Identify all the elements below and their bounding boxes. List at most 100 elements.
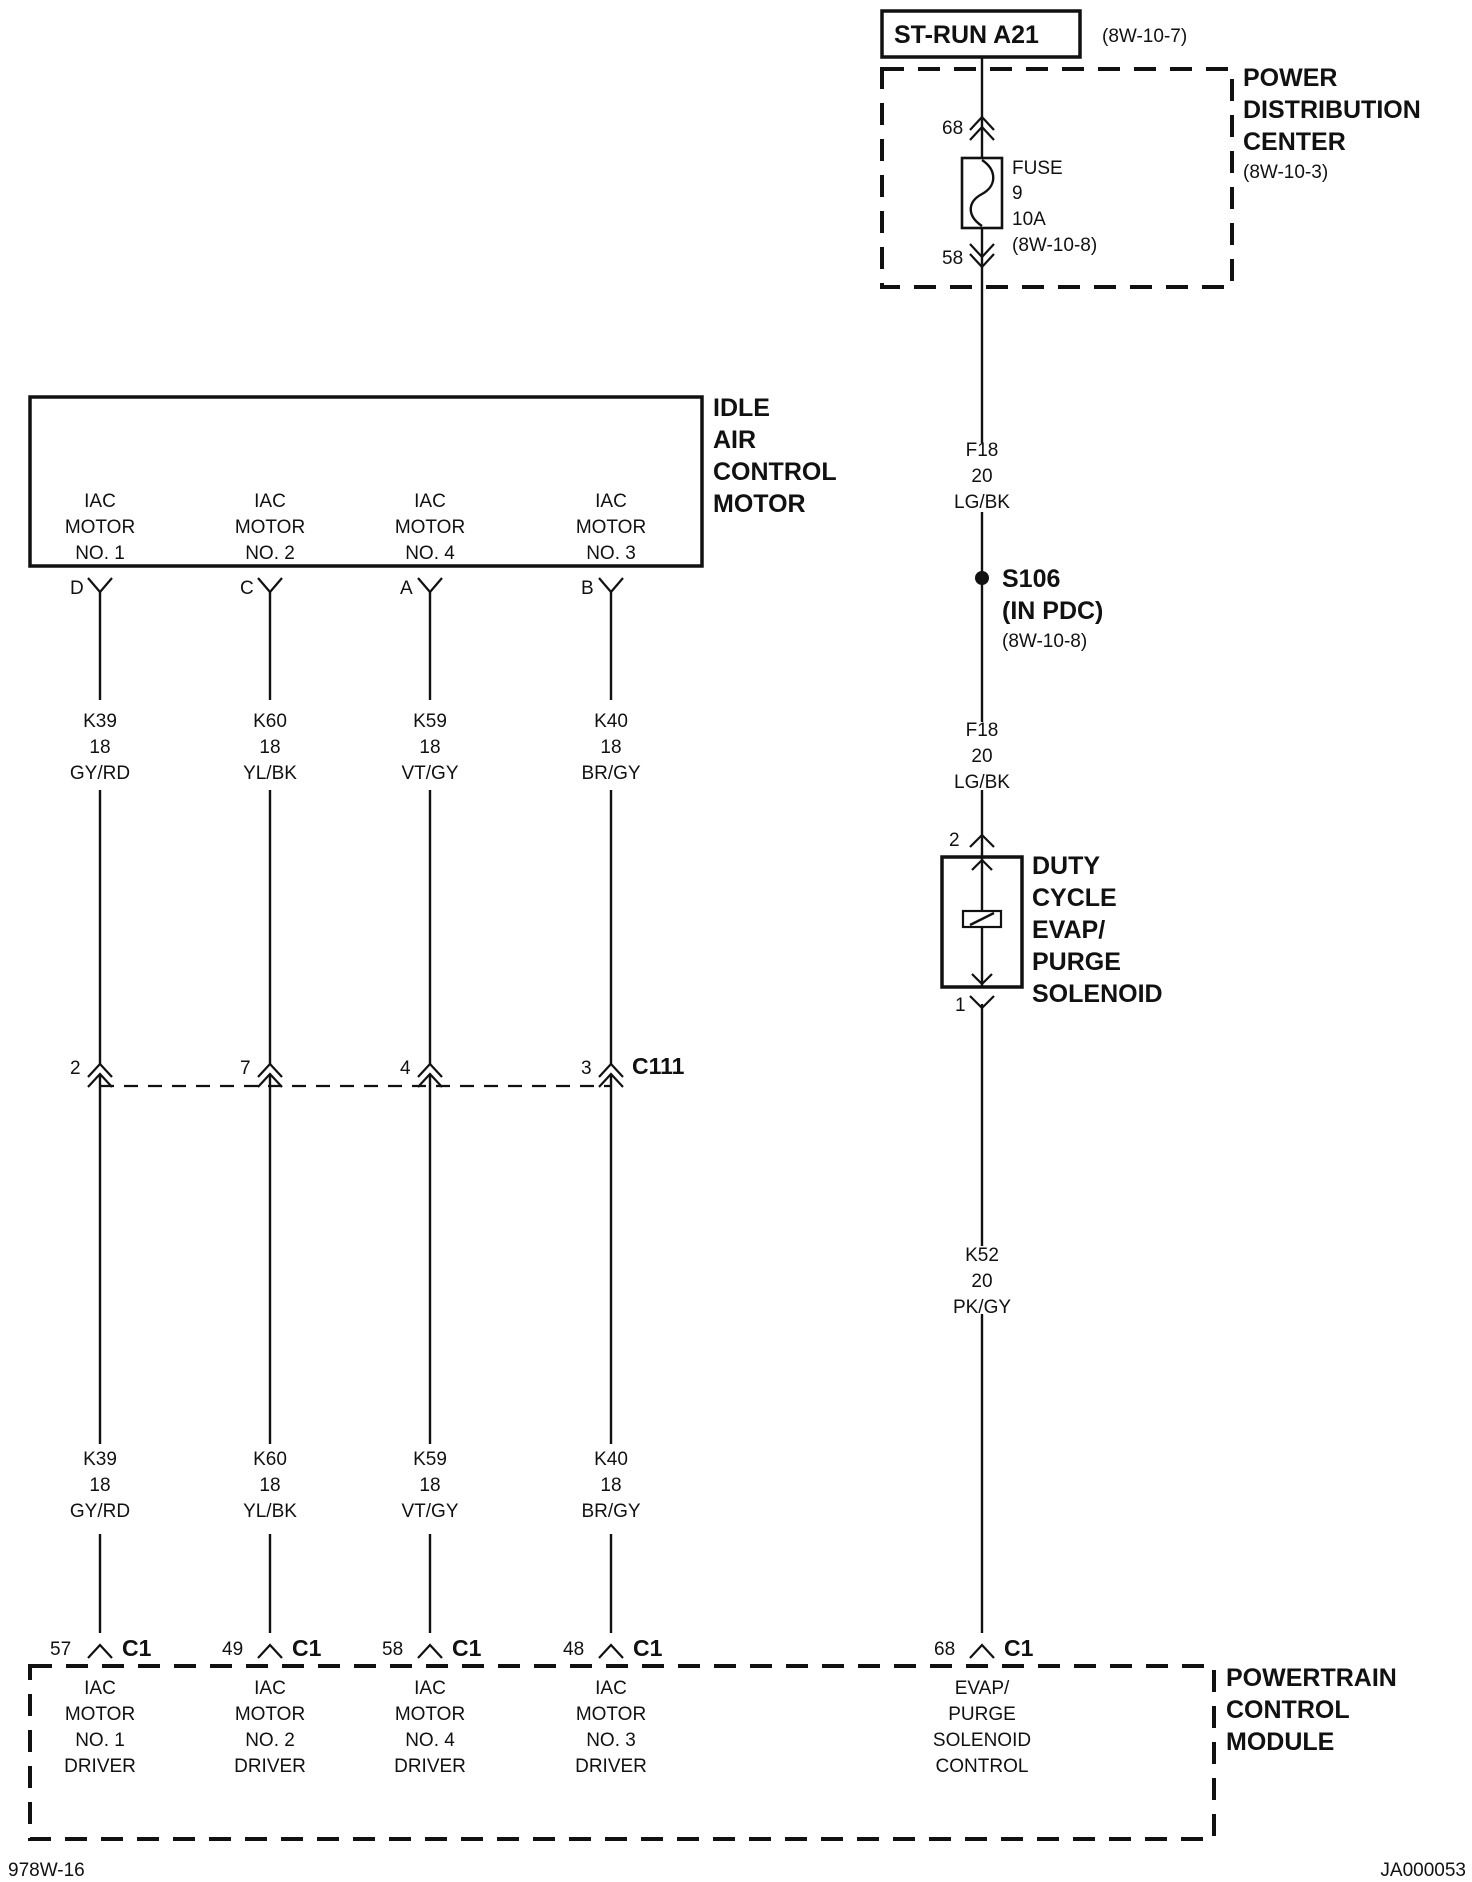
pcm-title-line2: CONTROL	[1226, 1696, 1350, 1724]
c111-pin-number: 7	[240, 1058, 251, 1079]
pcm-pin-number: 49	[222, 1639, 243, 1660]
iac-pin-c-connector	[257, 577, 283, 594]
iac-pin-d-connector	[87, 577, 113, 594]
pcm-terminal-line: DRIVER	[394, 1756, 466, 1777]
solenoid-title-line4: PURGE	[1032, 948, 1121, 976]
f18-upper-gauge: 20	[971, 466, 992, 487]
st-run-ref: (8W-10-7)	[1102, 26, 1187, 47]
pcm-terminal-line: NO. 3	[586, 1730, 636, 1751]
pcm-connector-label: C1	[452, 1635, 482, 1661]
pcm-terminal-line: NO. 1	[75, 1730, 125, 1751]
iac-pin-letter: A	[400, 578, 413, 599]
wire-color: GY/RD	[70, 763, 130, 784]
wire-label-k60-upper: K60 18 YL/BK	[243, 711, 297, 784]
wire-gauge: 18	[600, 737, 621, 758]
wire-color: YL/BK	[243, 1501, 297, 1522]
iac-terminal-line: MOTOR	[65, 517, 135, 538]
pcm-terminal-line: NO. 2	[245, 1730, 295, 1751]
wire-label-k39-upper: K39 18 GY/RD	[70, 711, 130, 784]
f18-lower-circuit: F18	[966, 720, 999, 741]
wire-label-k59-upper: K59 18 VT/GY	[401, 711, 458, 784]
k52-gauge: 20	[971, 1271, 992, 1292]
wire-circuit: K39	[83, 711, 117, 732]
solenoid-title-line2: CYCLE	[1032, 884, 1117, 912]
pdc-pin-in: 68	[942, 118, 963, 139]
splice-s106-dot	[975, 571, 989, 585]
fuse-body	[960, 156, 1004, 230]
pcm-terminal-line: PURGE	[948, 1704, 1016, 1725]
solenoid-pin-2-connector	[969, 833, 995, 848]
pcm-terminal-line: DRIVER	[234, 1756, 306, 1777]
wire-gauge: 18	[89, 737, 110, 758]
f18-upper-circuit: F18	[966, 440, 999, 461]
fuse-label: FUSE	[1012, 158, 1063, 179]
pdc-ref: (8W-10-3)	[1243, 162, 1328, 183]
wire-label-k40-lower: K40 18 BR/GY	[581, 1449, 640, 1522]
pcm-terminal-iac-4: IAC MOTOR NO. 4 DRIVER	[394, 1678, 466, 1777]
pcm-pin-number: 68	[934, 1639, 955, 1660]
c111-pin-number: 3	[581, 1058, 592, 1079]
wire-gauge: 18	[419, 1475, 440, 1496]
wire-circuit: K59	[413, 1449, 447, 1470]
pdc-title-line1: POWER	[1243, 64, 1337, 92]
pcm-terminal-line: IAC	[254, 1678, 286, 1699]
pcm-connector-label: C1	[633, 1635, 663, 1661]
wire-gauge: 18	[419, 737, 440, 758]
wire-color: BR/GY	[581, 763, 640, 784]
splice-location: (IN PDC)	[1002, 597, 1103, 625]
iac-terminal-4: IAC MOTOR NO. 3	[576, 491, 646, 564]
iac-terminal-line: MOTOR	[395, 517, 465, 538]
pcm-terminal-line: MOTOR	[235, 1704, 305, 1725]
pcm-pin-connector	[417, 1643, 443, 1659]
wire-circuit: K40	[594, 711, 628, 732]
f18-lower-color: LG/BK	[954, 772, 1010, 793]
pcm-terminal-line: DRIVER	[575, 1756, 647, 1777]
pcm-pin-connector	[87, 1643, 113, 1659]
pcm-title-line3: MODULE	[1226, 1728, 1334, 1756]
wire-circuit: K39	[83, 1449, 117, 1470]
iac-title-line4: MOTOR	[713, 490, 806, 518]
pcm-terminal-line: MOTOR	[65, 1704, 135, 1725]
pcm-terminal-iac-3: IAC MOTOR NO. 3 DRIVER	[575, 1678, 647, 1777]
solenoid-title-line3: EVAP/	[1032, 916, 1105, 944]
wire-gauge: 18	[600, 1475, 621, 1496]
iac-terminal-line: IAC	[595, 491, 627, 512]
pcm-connector-label: C1	[292, 1635, 322, 1661]
wire-label-k60-lower: K60 18 YL/BK	[243, 1449, 297, 1522]
iac-terminal-line: IAC	[254, 491, 286, 512]
c111-pin-number: 2	[70, 1058, 81, 1079]
iac-terminal-1: IAC MOTOR NO. 1	[65, 491, 135, 564]
iac-terminal-3: IAC MOTOR NO. 4	[395, 491, 465, 564]
iac-title-line1: IDLE	[713, 394, 770, 422]
pcm-pin-connector	[598, 1643, 624, 1659]
iac-terminal-line: MOTOR	[576, 517, 646, 538]
solenoid-coil-slash	[969, 911, 995, 927]
f18-lower-gauge: 20	[971, 746, 992, 767]
solenoid-title-line1: DUTY	[1032, 852, 1100, 880]
iac-terminal-line: NO. 4	[405, 543, 455, 564]
pcm-title-line1: POWERTRAIN	[1226, 1664, 1397, 1692]
solenoid-pin-top: 2	[949, 830, 960, 851]
solenoid-arrow-icon	[971, 858, 993, 986]
wire-circuit: K59	[413, 711, 447, 732]
iac-pin-b-connector	[598, 577, 624, 594]
fuse-rating: 10A	[1012, 209, 1046, 230]
k52-circuit: K52	[965, 1245, 999, 1266]
iac-pin-a-connector	[417, 577, 443, 594]
wire-label-k39-lower: K39 18 GY/RD	[70, 1449, 130, 1522]
c111-pin-number: 4	[400, 1058, 411, 1079]
pcm-connector-label: C1	[122, 1635, 152, 1661]
pcm-terminal-line: MOTOR	[395, 1704, 465, 1725]
wire-circuit: K40	[594, 1449, 628, 1470]
wire-gauge: 18	[259, 737, 280, 758]
pcm-terminal-iac-2: IAC MOTOR NO. 2 DRIVER	[234, 1678, 306, 1777]
wire-circuit: K60	[253, 1449, 287, 1470]
footer-left: 978W-16	[8, 1860, 85, 1881]
pcm-terminal-line: DRIVER	[64, 1756, 136, 1777]
pcm-terminal-line: IAC	[84, 1678, 116, 1699]
wire-label-k59-lower: K59 18 VT/GY	[401, 1449, 458, 1522]
pcm-terminal-line: MOTOR	[576, 1704, 646, 1725]
st-run-label: ST-RUN A21	[894, 21, 1039, 49]
solenoid-pin-1-connector	[969, 995, 995, 1010]
footer-right: JA000053	[1380, 1860, 1466, 1881]
